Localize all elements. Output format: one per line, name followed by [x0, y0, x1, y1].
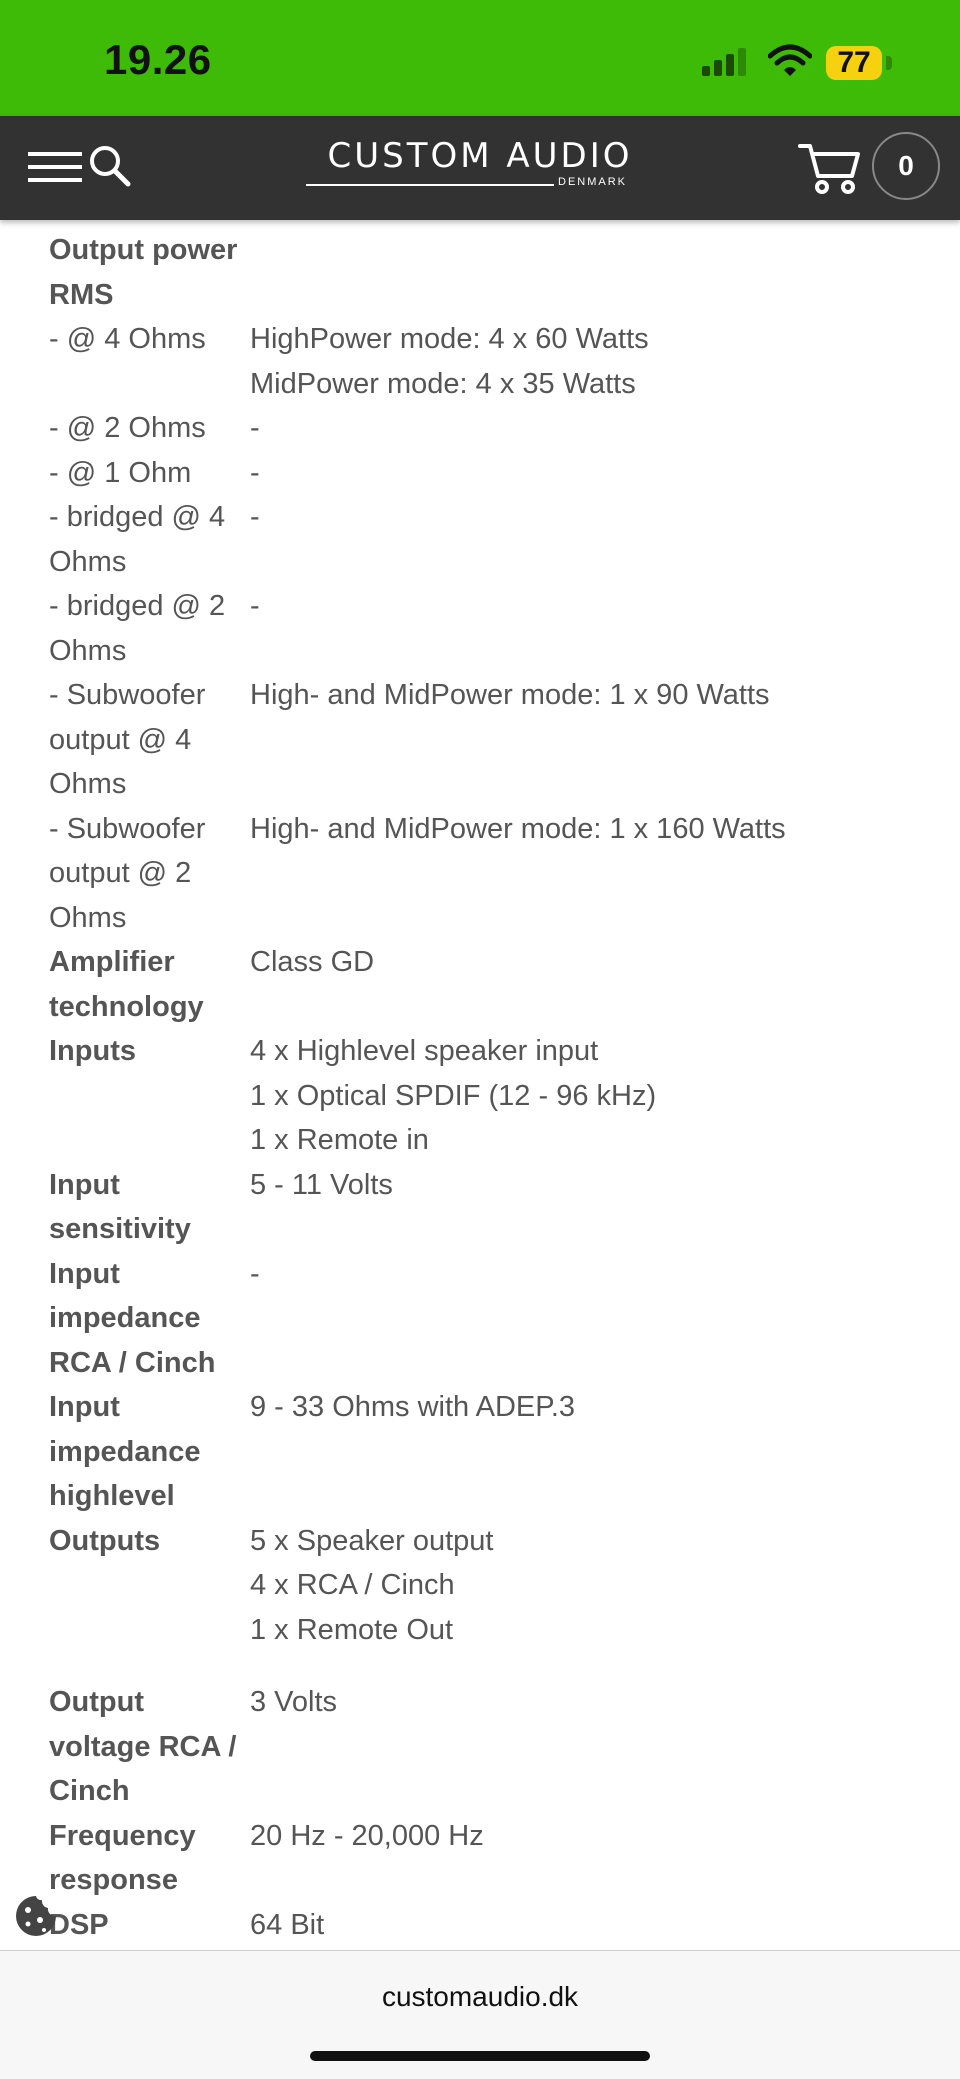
spec-value: -: [250, 451, 929, 496]
spec-value: Class GD: [250, 940, 929, 1029]
spec-row: Output voltage RCA / Cinch 3 Volts: [49, 1680, 929, 1814]
spec-value-line: 9 - 33 Ohms with ADEP.3: [250, 1391, 576, 1423]
status-bar: 19.26 77: [0, 0, 960, 116]
spec-value-line: 1 x Remote in: [250, 1124, 429, 1156]
spec-value: -: [250, 1252, 929, 1386]
spec-value-line: 4 x Highlevel speaker input: [250, 1035, 599, 1067]
spec-row: Amplifier technology Class GD: [49, 940, 929, 1029]
hamburger-menu-icon[interactable]: [28, 148, 84, 188]
spec-value-line: 1 x Remote Out: [250, 1613, 454, 1646]
spec-label: - @ 1 Ohm: [49, 456, 192, 489]
spec-row: - @ 2 Ohms -: [49, 406, 929, 451]
site-logo[interactable]: CUSTOM AUDIO DENMARK: [300, 136, 660, 200]
spec-value: [250, 228, 929, 317]
spec-table: Output power RMS - @ 4 Ohms HighPower mode…: [49, 228, 929, 2036]
spec-spacer: [49, 1652, 929, 1680]
spec-row: - Subwoofer output @ 4 Ohms High- and Mid…: [49, 673, 929, 807]
spec-value-line: 5 x Speaker output: [250, 1524, 494, 1557]
home-indicator: [310, 2051, 650, 2061]
spec-value-line: -: [250, 501, 260, 533]
spec-row: - bridged @ 4 Ohms-: [49, 495, 929, 584]
site-header: CUSTOM AUDIO DENMARK 0: [0, 116, 960, 220]
shopping-cart-icon[interactable]: [798, 140, 862, 196]
logo-subtitle: DENMARK: [558, 176, 628, 188]
spec-value-line: MidPower mode: 4 x 35 Watts: [250, 367, 636, 400]
spec-value: 3 Volts: [250, 1680, 929, 1814]
logo-underline: [306, 184, 554, 186]
spec-value-line: 3 Volts: [250, 1686, 338, 1718]
spec-value-line: -: [250, 456, 260, 489]
browser-bottom-bar: customaudio.dk: [0, 1950, 960, 2079]
spec-label: - bridged @ 4 Ohms: [49, 501, 226, 578]
spec-label: Output voltage RCA / Cinch: [49, 1686, 237, 1807]
spec-row: Frequency response 20 Hz - 20,000 Hz: [49, 1814, 929, 1903]
spec-label: - Subwoofer output @ 2 Ohms: [49, 812, 206, 934]
spec-label: Input impedance RCA / Cinch: [49, 1257, 216, 1379]
spec-value-line: -: [250, 590, 260, 622]
spec-value-line: High- and MidPower mode: 1 x 90 Watts: [250, 679, 770, 711]
spec-row: Input impedance highlevel 9 - 33 Ohms wit…: [49, 1385, 929, 1519]
spec-value: High- and MidPower mode: 1 x 160 Watts: [250, 807, 929, 941]
spec-value-line: 1 x Optical SPDIF (12 - 96 kHz): [250, 1079, 657, 1112]
spec-label: Input sensitivity: [49, 1168, 191, 1246]
spec-value: -: [250, 584, 929, 673]
battery-level: 77: [826, 46, 882, 80]
spec-value-line: 64 Bit: [250, 1908, 325, 1941]
spec-row: - Subwoofer output @ 2 Ohms High- and Mid…: [49, 807, 929, 941]
spec-value: High- and MidPower mode: 1 x 90 Watts: [250, 673, 929, 807]
logo-text: CUSTOM AUDIO: [327, 136, 633, 176]
spec-label: - Subwoofer output @ 4 Ohms: [49, 679, 206, 800]
spec-row: Input sensitivity 5 - 11 Volts: [49, 1163, 929, 1252]
spec-row: - @ 1 Ohm -: [49, 451, 929, 496]
spec-value: -: [250, 495, 929, 584]
spec-label: Amplifier technology: [49, 946, 204, 1023]
spec-value-line: 4 x RCA / Cinch: [250, 1569, 455, 1601]
spec-value-line: 20 Hz - 20,000 Hz: [250, 1819, 484, 1852]
search-icon[interactable]: [88, 144, 132, 188]
spec-value-line: High- and MidPower mode: 1 x 160 Watts: [250, 812, 786, 845]
spec-value: 4 x Highlevel speaker input 1 x Optical S…: [250, 1029, 929, 1163]
spec-label: Inputs: [49, 1035, 136, 1067]
spec-value: 5 x Speaker output 4 x RCA / Cinch 1 x Rem…: [250, 1519, 929, 1653]
cart-count-badge[interactable]: 0: [872, 132, 940, 200]
spec-row: Input impedance RCA / Cinch -: [49, 1252, 929, 1386]
spec-label: - @ 4 Ohms: [49, 323, 206, 355]
spec-value: 20 Hz - 20,000 Hz: [250, 1814, 929, 1903]
battery-icon: [886, 56, 892, 70]
spec-value: 5 - 11 Volts: [250, 1163, 929, 1252]
spec-row: Inputs 4 x Highlevel speaker input 1 x Opt…: [49, 1029, 929, 1163]
wifi-icon: [768, 44, 812, 76]
spec-label: - @ 2 Ohms: [49, 412, 206, 444]
spec-label: - bridged @ 2 Ohms: [49, 590, 226, 667]
spec-value: 9 - 33 Ohms with ADEP.3: [250, 1385, 929, 1519]
spec-value: -: [250, 406, 929, 451]
spec-value-line: -: [250, 1257, 260, 1290]
spec-label: Input impedance highlevel: [49, 1391, 201, 1512]
spec-label: Outputs: [49, 1524, 161, 1557]
spec-value-line: Class GD: [250, 946, 375, 978]
spec-row: - bridged @ 2 Ohms-: [49, 584, 929, 673]
spec-row: Output power RMS: [49, 228, 929, 317]
address-bar-url[interactable]: customaudio.dk: [381, 1981, 579, 2012]
cookie-icon[interactable]: [14, 1894, 58, 1938]
spec-value: 64 Bit: [250, 1903, 929, 1992]
spec-row: Outputs 5 x Speaker output 4 x RCA / Cinch…: [49, 1519, 929, 1653]
spec-label: Output power RMS: [49, 234, 238, 311]
spec-value-line: -: [250, 412, 260, 444]
status-time: 19.26: [104, 36, 212, 83]
cellular-signal-icon: [702, 48, 746, 76]
spec-value-line: 5 - 11 Volts: [250, 1168, 393, 1201]
spec-label: Frequency response: [49, 1819, 196, 1897]
spec-value-line: HighPower mode: 4 x 60 Watts: [250, 323, 649, 355]
